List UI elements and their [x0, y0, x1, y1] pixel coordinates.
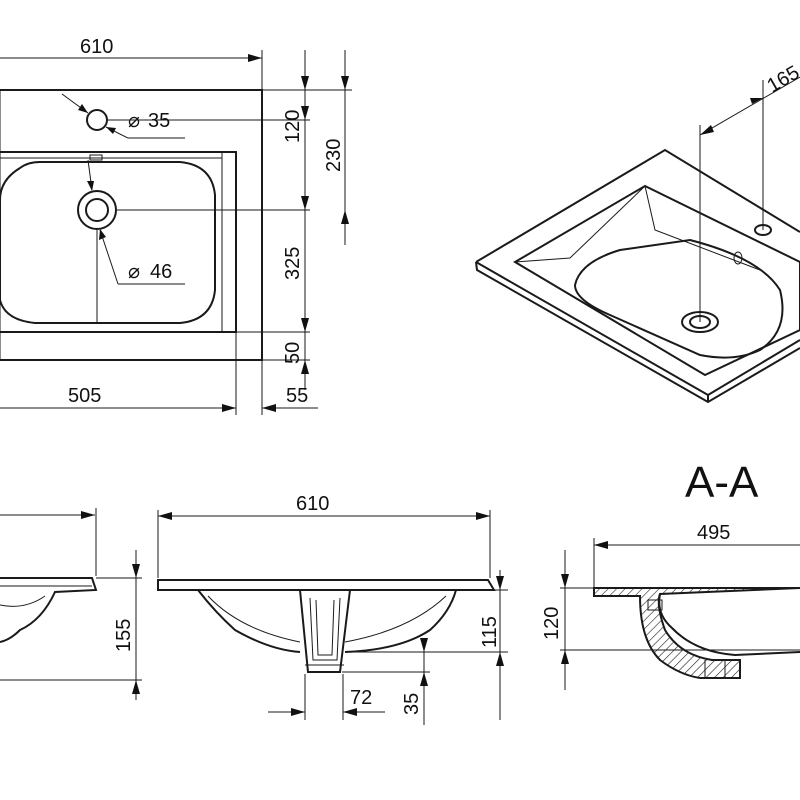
iso-basin-rim	[513, 184, 800, 377]
inner-width-label: 505	[68, 385, 101, 407]
drain-inner	[85, 198, 109, 222]
side-height-label: 155	[113, 619, 135, 652]
side-view: 155	[0, 508, 142, 700]
front-width-label: 610	[296, 493, 329, 515]
drain-diameter-label: 46	[150, 261, 172, 283]
front-depth-label: 115	[479, 616, 501, 648]
section-width-label: 495	[697, 522, 730, 544]
section-title: A-A	[685, 458, 759, 507]
front-view-bowl	[197, 589, 457, 653]
section-a-a: A-A 495 120	[541, 458, 800, 690]
overflow-slot	[89, 154, 103, 161]
iso-outline-top	[475, 148, 800, 263]
top-width-label: 610	[80, 36, 113, 58]
section-hatch	[593, 587, 800, 679]
iso-bowl	[573, 238, 784, 359]
tap-hole	[86, 109, 108, 131]
tap-hole-diameter-symbol: ⌀	[128, 110, 140, 132]
tap-distance-label: 120	[282, 110, 304, 143]
side-view-outline	[0, 577, 98, 643]
isometric-view: 165	[475, 62, 800, 404]
offset-55-label: 55	[286, 385, 308, 407]
front-view-counter	[157, 579, 496, 591]
top-view: ⌀ 35 ⌀ 46 610 505 55	[0, 36, 352, 415]
outlet-width-label: 72	[350, 687, 372, 709]
tap-hole-diameter-label: 35	[148, 110, 170, 132]
section-overflow-channel	[647, 599, 663, 611]
top-view-outline	[0, 89, 263, 361]
bowl-length-label: 325	[282, 247, 304, 280]
top-view-rim	[0, 151, 237, 333]
front-view: 610 115 72 35	[157, 493, 508, 725]
drain-outer	[77, 190, 117, 230]
rim-label: 50	[282, 342, 304, 364]
iso-outline-front	[475, 261, 800, 404]
drain-distance-label: 230	[323, 139, 345, 172]
section-height-label: 120	[541, 607, 563, 640]
outlet-height-label: 35	[401, 693, 423, 715]
iso-overflow	[733, 251, 743, 265]
iso-offset-label: 165	[764, 62, 800, 98]
top-view-bowl	[0, 161, 216, 324]
front-view-outlet	[299, 589, 351, 673]
drain-diameter-symbol: ⌀	[128, 261, 140, 283]
